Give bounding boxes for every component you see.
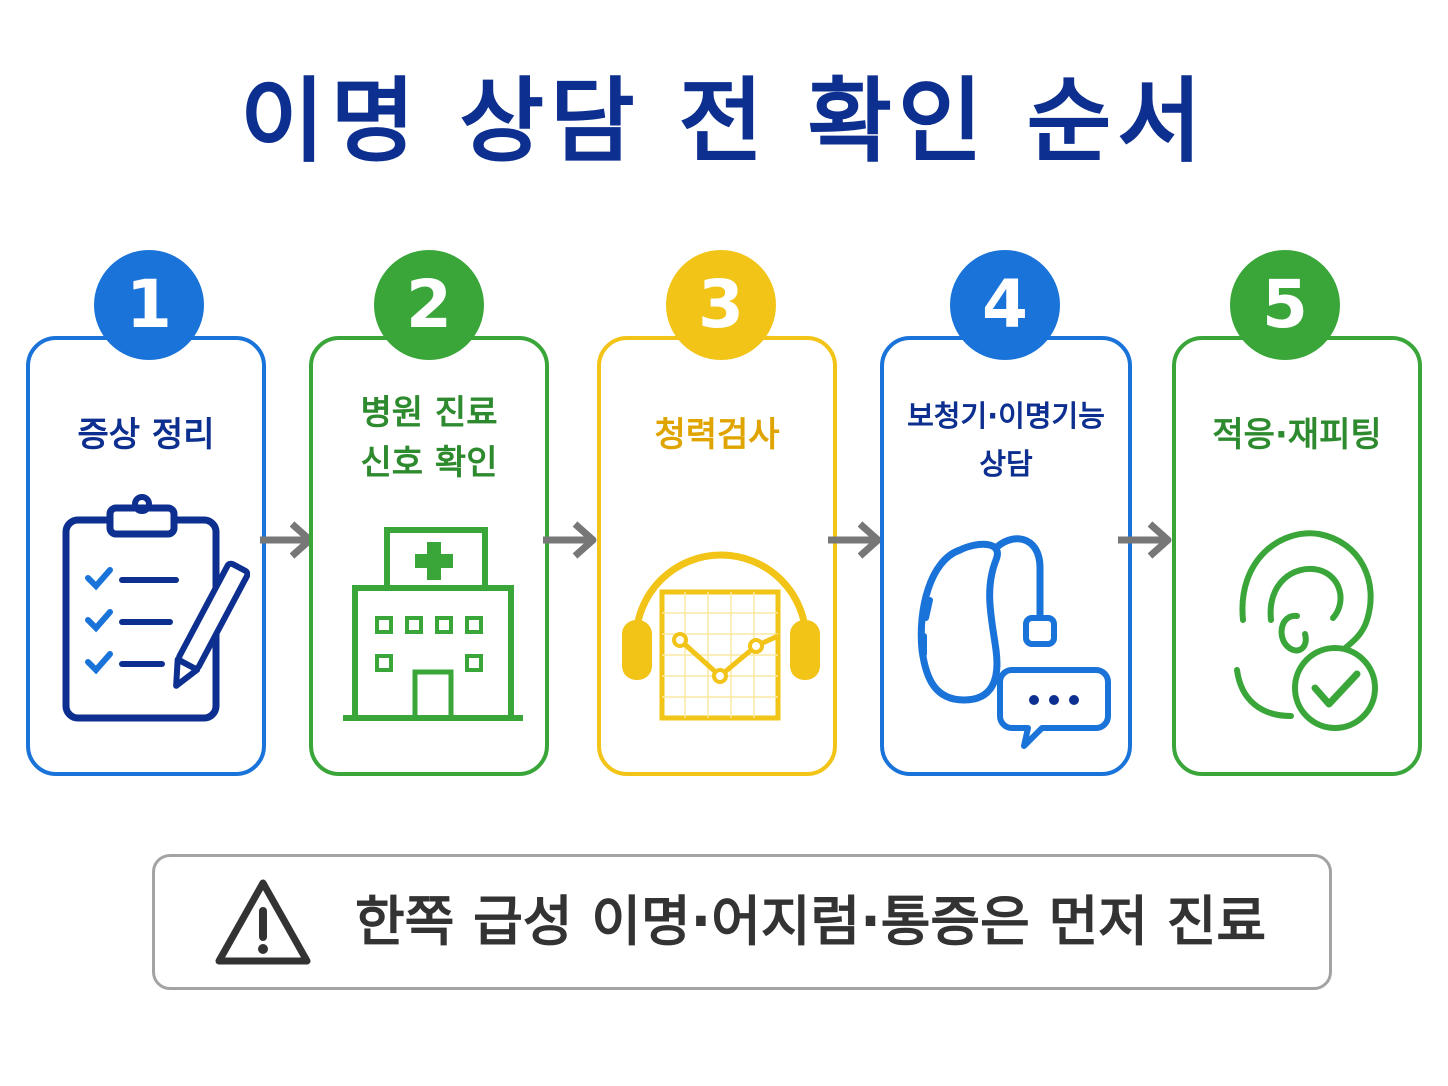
ear-check-icon — [1234, 530, 1378, 731]
arrow-right-icon — [828, 521, 882, 559]
step-card-1: 증상 정리 — [26, 336, 266, 776]
step-number-2: 2 — [374, 250, 484, 360]
step-number-4: 4 — [950, 250, 1060, 360]
step-label-3: 청력검사 — [654, 415, 780, 455]
step-card-3: 청력검사 — [597, 336, 837, 776]
arrow-right-icon — [1118, 521, 1172, 559]
headphones-audiogram-icon — [622, 551, 820, 721]
clipboard-checklist-icon — [62, 494, 250, 722]
step-label-1: 증상 정리 — [77, 415, 215, 455]
warning-text: 한쪽 급성 이명·어지럼·통증은 먼저 진료 — [355, 890, 1267, 953]
arrow-right-icon — [543, 521, 597, 559]
page-title: 이명 상담 전 확인 순서 — [240, 68, 1208, 175]
step-number-3: 3 — [666, 250, 776, 360]
step-card-4: 보청기·이명기능 상담 — [880, 336, 1132, 776]
hearing-aid-chat-icon — [917, 535, 1111, 749]
warning-triangle-icon — [215, 879, 311, 965]
hospital-building-icon — [343, 527, 523, 721]
step-card-2: 병원 진료 신호 확인 — [309, 336, 549, 776]
step-label-4: 보청기·이명기능 상담 — [907, 399, 1105, 481]
step-label-5: 적응·재피팅 — [1212, 415, 1382, 455]
step-number-1: 1 — [94, 250, 204, 360]
warning-box: 한쪽 급성 이명·어지럼·통증은 먼저 진료 — [152, 854, 1332, 990]
step-number-5: 5 — [1230, 250, 1340, 360]
step-label-2: 병원 진료 신호 확인 — [360, 393, 498, 483]
step-card-5: 적응·재피팅 — [1172, 336, 1422, 776]
